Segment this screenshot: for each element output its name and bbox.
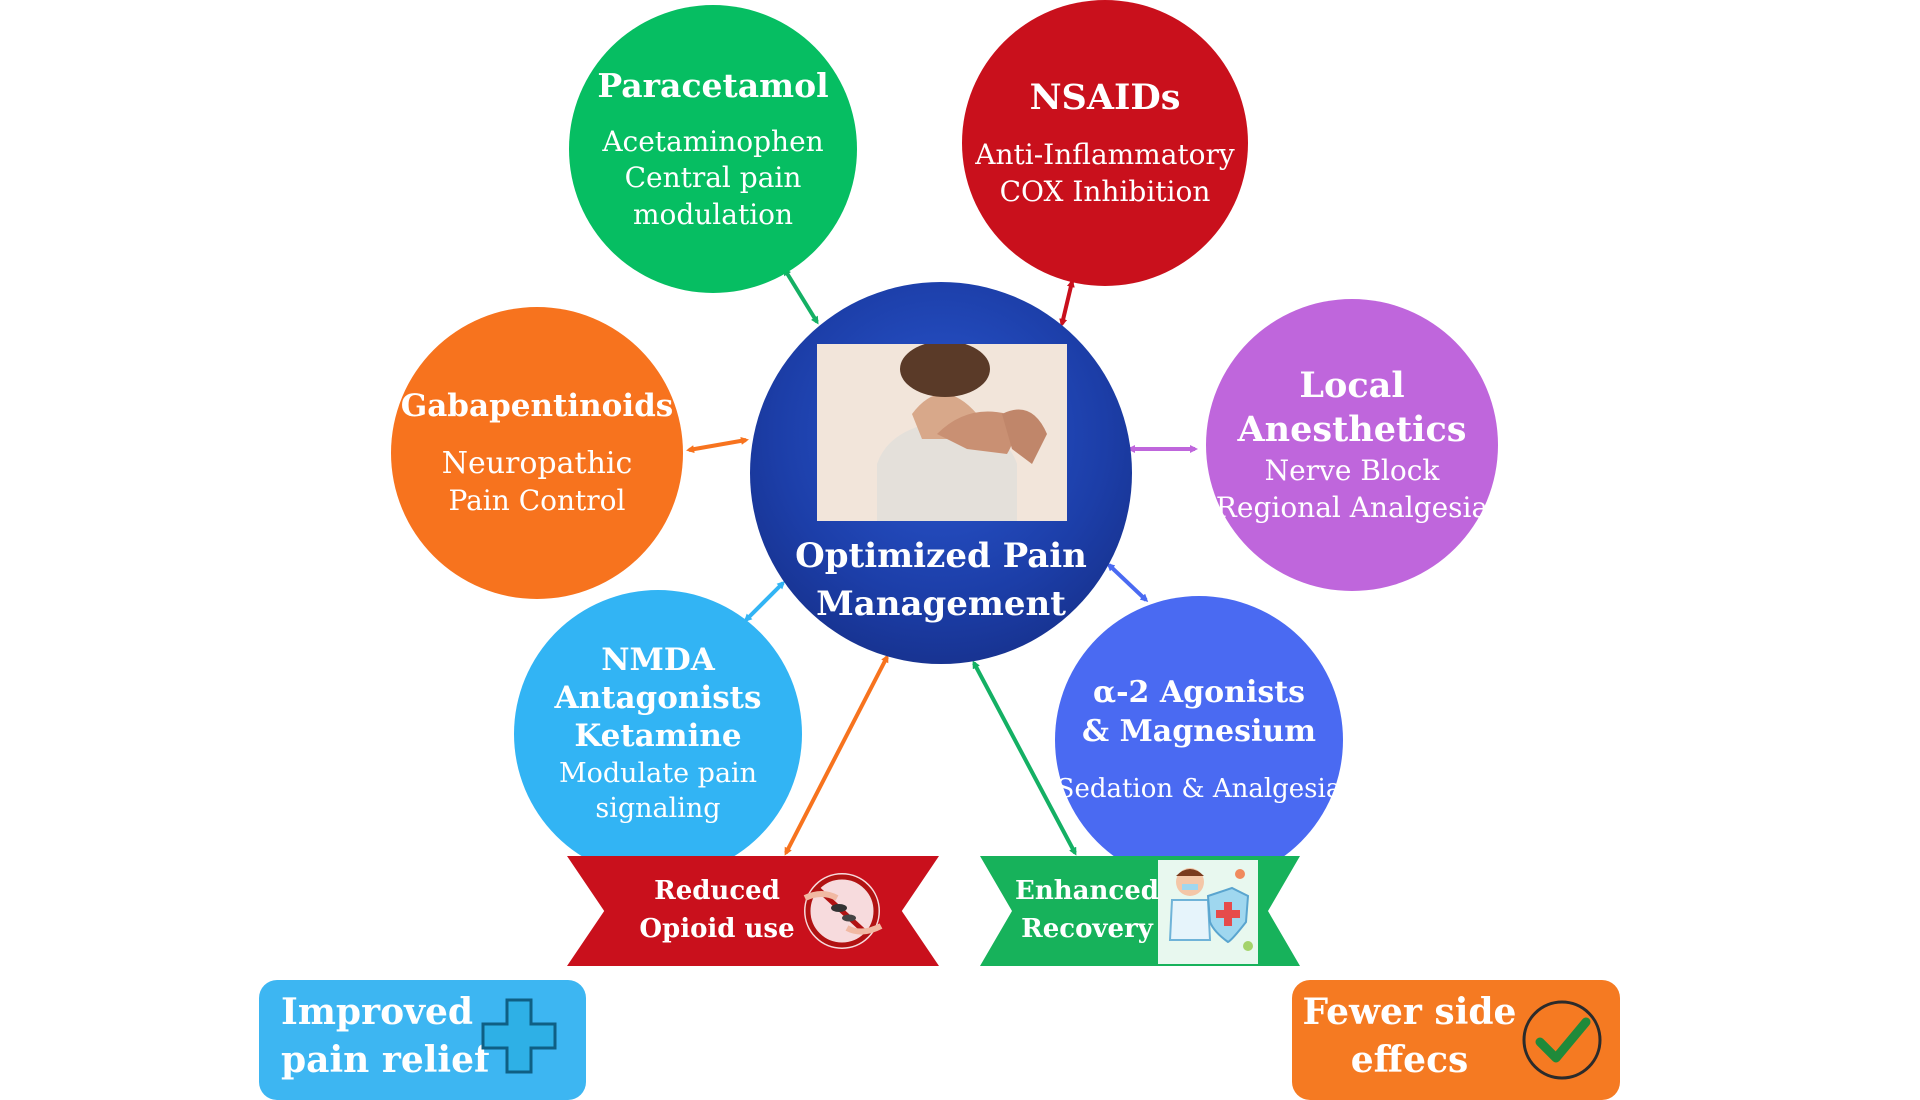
recovery-line: Recovery [1021, 914, 1153, 944]
nmda-title-line: Ketamine [574, 717, 742, 754]
nmda-title-line: Antagonists [554, 680, 762, 716]
recovery-line: Enhanced [1015, 876, 1159, 906]
alpha-title-line: & Magnesium [1082, 714, 1316, 750]
local-line: Regional Analgesia [1215, 490, 1489, 524]
nsaids-node: NSAIDs Anti-Inflammatory COX Inhibition [962, 0, 1248, 286]
opioid-line: Reduced [654, 876, 780, 906]
local-anesthetics-node: Local Anesthetics Nerve Block Regional A… [1206, 299, 1498, 591]
nsaids-line: Anti-Inflammatory [975, 138, 1235, 172]
nmda-line: Modulate pain [558, 757, 758, 789]
center-node: Optimized Pain Management [750, 282, 1132, 664]
fewer-side-effects-box: Fewer side effecs [1292, 980, 1620, 1100]
opioid-line: Opioid use [639, 914, 795, 944]
paracetamol-line: Central pain [624, 161, 802, 195]
plus-cross-icon [481, 998, 557, 1074]
paracetamol-title: Paracetamol [597, 65, 829, 105]
nsaids-line: COX Inhibition [999, 174, 1211, 208]
arrow-opioid [784, 654, 889, 856]
alpha-title-line: α-2 Agonists [1093, 675, 1305, 711]
improved-pain-relief-box: Improved pain relief [259, 980, 586, 1100]
local-title-line: Anesthetics [1237, 408, 1467, 450]
relief-line: pain relief [281, 1039, 490, 1081]
doctor-shield-icon [1158, 860, 1258, 964]
enhanced-recovery-banner: Enhanced Recovery [980, 856, 1300, 966]
arrow-recovery [972, 660, 1077, 856]
center-title-line: Optimized Pain [795, 536, 1087, 576]
gabapentinoids-title: Gabapentinoids [400, 387, 674, 424]
arrow-paracetamol [783, 267, 819, 325]
no-pills-hands-icon [797, 868, 887, 954]
paracetamol-line: Acetaminophen [602, 125, 824, 159]
gabapentinoids-line: Neuropathic [441, 445, 633, 481]
alpha2-magnesium-node: α-2 Agonists & Magnesium Sedation & Anal… [1055, 596, 1343, 884]
side-line: effecs [1350, 1039, 1469, 1081]
nsaids-title: NSAIDs [1029, 76, 1181, 118]
gabapentinoids-line: Pain Control [448, 483, 626, 517]
arrow-nsaids [1059, 279, 1075, 327]
checkmark-circle-icon [1520, 998, 1604, 1082]
nmda-line: signaling [595, 792, 721, 824]
center-title-line: Management [816, 584, 1066, 624]
relief-line: Improved [281, 991, 474, 1033]
nmda-node: NMDA Antagonists Ketamine Modulate pain … [514, 590, 802, 878]
neck-pain-photo [817, 344, 1067, 521]
paracetamol-line: modulation [632, 197, 794, 231]
reduced-opioid-banner: Reduced Opioid use [567, 856, 939, 966]
local-line: Nerve Block [1264, 454, 1440, 488]
side-line: Fewer side [1302, 991, 1517, 1033]
alpha-line: Sedation & Analgesia [1056, 774, 1342, 805]
arrow-gabapentinoids [686, 436, 749, 454]
arrow-nmda [743, 580, 786, 623]
nmda-title-line: NMDA [601, 642, 715, 679]
gabapentinoids-node: Gabapentinoids Neuropathic Pain Control [391, 307, 683, 599]
paracetamol-node: Paracetamol Acetaminophen Central pain m… [569, 5, 857, 293]
arrow-alpha [1106, 562, 1149, 603]
local-title-line: Local [1299, 364, 1405, 406]
